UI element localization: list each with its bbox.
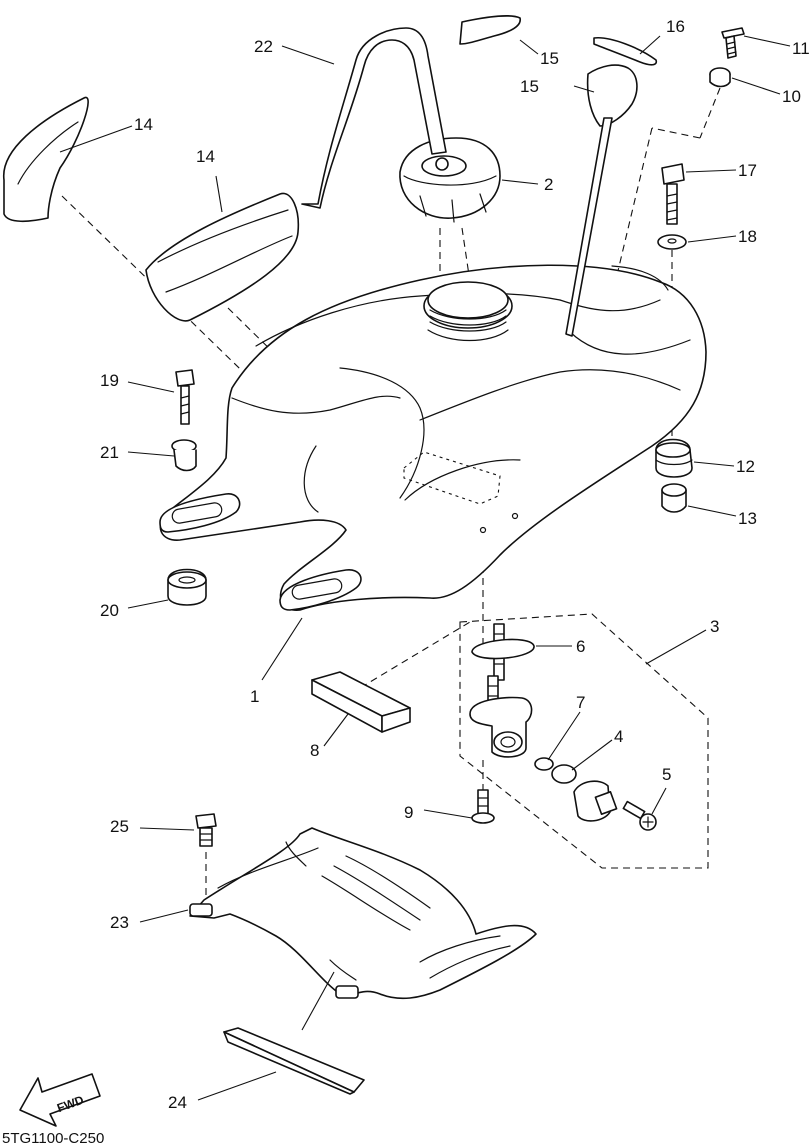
callout-23: 23: [110, 913, 129, 932]
callout-13: 13: [738, 509, 757, 528]
damper-right: [145, 192, 300, 322]
callout-15a: 15: [540, 49, 559, 68]
o-ring-7: [534, 757, 554, 771]
bolt-19: [175, 369, 195, 425]
callout-14a: 14: [134, 115, 153, 134]
callout-2: 2: [544, 175, 553, 194]
breather-hose: [301, 27, 447, 209]
callout-7: 7: [576, 693, 585, 712]
callout-25: 25: [110, 817, 129, 836]
collar-13: [661, 483, 687, 513]
grommet-12: [655, 438, 693, 478]
fuel-cock-lever: [573, 780, 618, 822]
collar-10: [709, 67, 731, 88]
callout-20: 20: [100, 601, 119, 620]
callout-labels: 14 14 22 15 15 16 11 10 17 18 2 19 21 12…: [100, 17, 810, 1112]
callout-10: 10: [782, 87, 801, 106]
fuel-cap: [399, 137, 501, 223]
callout-12: 12: [736, 457, 755, 476]
screw-5: [622, 800, 657, 831]
screw-11: [721, 27, 745, 59]
washer-18: [657, 234, 687, 250]
pad-8: [311, 671, 411, 733]
callout-15b: 15: [520, 77, 539, 96]
callout-11: 11: [792, 39, 810, 58]
callout-4: 4: [614, 727, 623, 746]
fuel-tank: [159, 264, 707, 611]
callout-22: 22: [254, 37, 273, 56]
leader-lines: [59, 35, 791, 1101]
callout-18: 18: [738, 227, 757, 246]
fuel-level-rod: [565, 117, 613, 337]
fwd-arrow-icon: FWD: [19, 1073, 101, 1127]
bolt-25: [195, 813, 217, 847]
screw-9: [471, 789, 495, 824]
lower-cover-23: [189, 827, 537, 1000]
grommet-20: [167, 568, 207, 606]
callout-5: 5: [662, 765, 671, 784]
callout-6: 6: [576, 637, 585, 656]
damper-15a: [459, 15, 521, 45]
damper-left: [3, 96, 89, 223]
diagram-code: 5TG1100-C250: [2, 1130, 104, 1147]
gasket-6: [471, 638, 535, 660]
callout-19: 19: [100, 371, 119, 390]
callout-3: 3: [710, 617, 719, 636]
damper-24: [223, 1027, 365, 1095]
callout-24: 24: [168, 1093, 187, 1112]
callout-8: 8: [310, 741, 319, 760]
callout-1: 1: [250, 687, 259, 706]
callout-17: 17: [738, 161, 757, 180]
o-ring-4: [551, 764, 577, 784]
callout-14b: 14: [196, 147, 215, 166]
collar-21: [171, 439, 197, 472]
fuel-cock-assembly: [459, 613, 709, 869]
callout-16: 16: [666, 17, 685, 36]
damper-15b: [586, 64, 638, 127]
bolt-17: [661, 163, 685, 225]
callout-21: 21: [100, 443, 119, 462]
plate-16: [593, 37, 658, 66]
callout-9: 9: [404, 803, 413, 822]
